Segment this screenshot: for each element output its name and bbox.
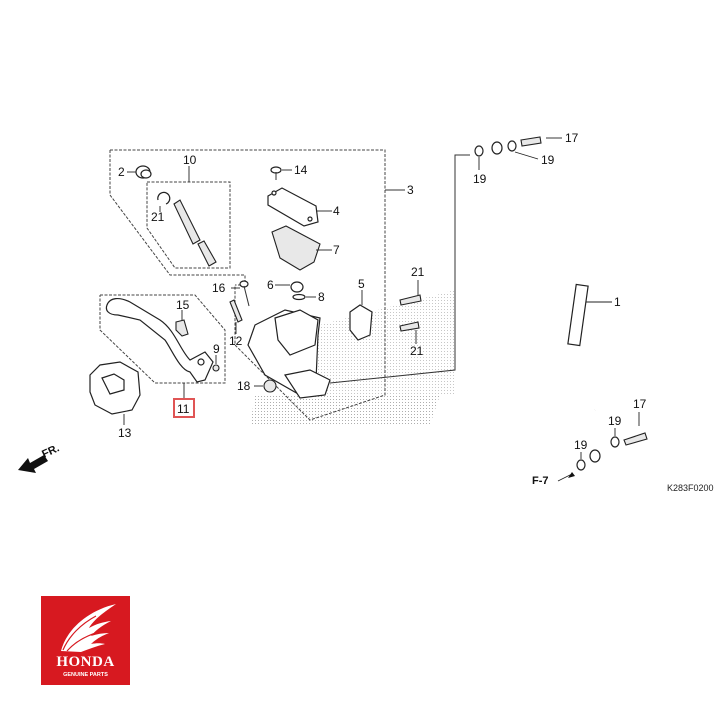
brand-name: HONDA (56, 654, 115, 670)
part-18-cap[interactable] (254, 379, 277, 393)
part-19d-washer[interactable] (610, 428, 620, 448)
part-15-nut[interactable] (175, 310, 189, 337)
part-16-pin[interactable] (231, 280, 250, 307)
part-5-holder[interactable] (349, 290, 373, 341)
wing-icon (61, 604, 116, 652)
callout-21a[interactable]: 21 (411, 265, 425, 279)
hose-bottom-fitting[interactable] (589, 449, 601, 463)
part-17b-bolt[interactable] (623, 412, 648, 446)
callout-3[interactable]: 3 (407, 183, 414, 197)
assembly-11-outline (99, 294, 226, 398)
callout-9[interactable]: 9 (213, 342, 220, 356)
callout-5[interactable]: 5 (358, 277, 365, 291)
honda-logo: HONDA GENUINE PARTS (41, 596, 130, 685)
callout-20[interactable]: 21 (151, 210, 165, 224)
part-4-cover[interactable] (267, 187, 332, 227)
callout-13[interactable]: 13 (118, 426, 132, 440)
callout-16[interactable]: 16 (212, 281, 226, 295)
callout-10[interactable]: 10 (183, 153, 197, 167)
part-21b-bolt[interactable] (399, 321, 420, 344)
master-cylinder-body[interactable] (247, 309, 331, 399)
part-2-bushing[interactable] (127, 165, 152, 179)
callout-2[interactable]: 2 (118, 165, 125, 179)
callout-19b[interactable]: 19 (541, 153, 555, 167)
callout-labels: 2 10 21 14 3 4 7 6 8 5 21 21 16 12 15 9 … (118, 131, 647, 452)
part-17a-bolt[interactable] (520, 136, 562, 147)
callout-17a[interactable]: 17 (565, 131, 579, 145)
part-7-diaphragm[interactable] (271, 225, 332, 271)
callout-7[interactable]: 7 (333, 243, 340, 257)
watermark (250, 290, 455, 425)
callout-1[interactable]: 1 (614, 295, 621, 309)
callout-4[interactable]: 4 (333, 204, 340, 218)
part-19b-washer[interactable] (507, 140, 539, 160)
direction-label: FR. (40, 442, 61, 460)
hose-top-fitting[interactable] (491, 141, 503, 155)
part-20-circlip[interactable] (157, 191, 171, 212)
callout-18[interactable]: 18 (237, 379, 251, 393)
assembly-10-outline (146, 166, 231, 269)
highlight-box-part-11 (173, 398, 195, 418)
callout-19c[interactable]: 19 (574, 438, 588, 452)
part-21a-bolt[interactable] (399, 280, 422, 306)
part-10-piston[interactable] (173, 199, 217, 267)
front-direction-arrow: FR. (18, 442, 61, 473)
reference-label[interactable]: F-7 (532, 475, 549, 487)
part-1-brake-hose[interactable] (503, 159, 612, 415)
brand-tagline: GENUINE PARTS (63, 672, 108, 678)
part-12-spring[interactable] (229, 299, 243, 334)
callout-17b[interactable]: 17 (633, 397, 647, 411)
callout-21b[interactable]: 21 (410, 344, 424, 358)
reference-f7[interactable]: F-7 (532, 472, 575, 487)
callout-19d[interactable]: 19 (608, 414, 622, 428)
part-9-nut[interactable] (212, 355, 220, 372)
callout-14[interactable]: 14 (294, 163, 308, 177)
part-11-lever[interactable] (105, 298, 214, 383)
hose-connection-leader (329, 154, 470, 384)
part-13-cover[interactable] (89, 361, 141, 425)
part-14-screw[interactable] (270, 166, 292, 180)
part-19c-washer[interactable] (576, 452, 586, 471)
callout-11[interactable]: 11 (177, 402, 190, 416)
part-8-ring[interactable] (292, 293, 316, 301)
callout-8[interactable]: 8 (318, 290, 325, 304)
callout-15[interactable]: 15 (176, 298, 190, 312)
callout-19a[interactable]: 19 (473, 172, 487, 186)
figure-code: K283F0200 (667, 483, 714, 493)
callout-12[interactable]: 12 (229, 334, 243, 348)
callout-6[interactable]: 6 (267, 278, 274, 292)
part-6-cap[interactable] (275, 281, 304, 293)
part-19a-washer[interactable] (474, 145, 484, 170)
